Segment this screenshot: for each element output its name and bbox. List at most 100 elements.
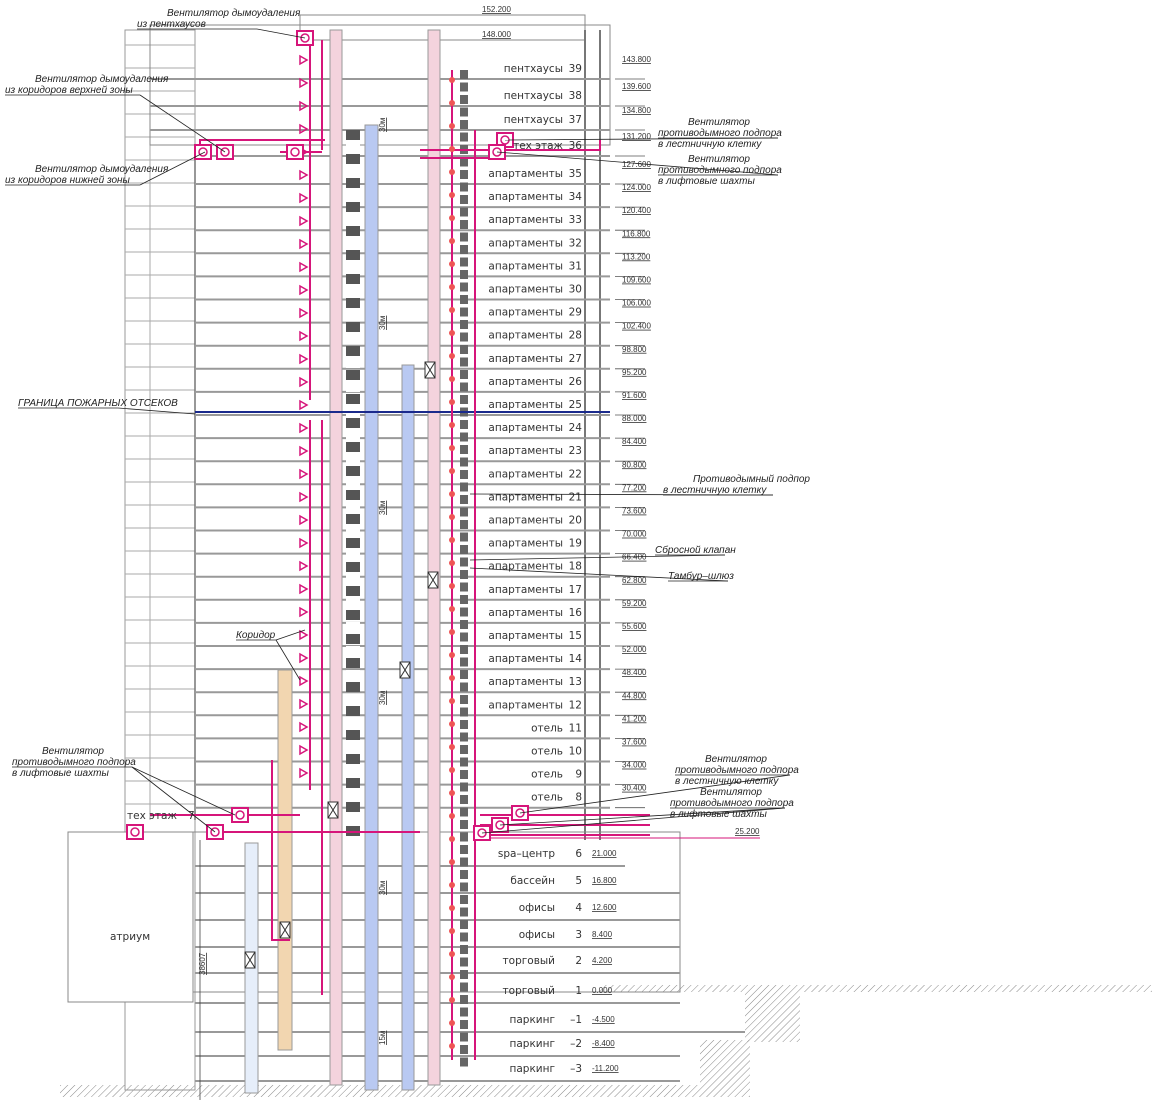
stair-step [460,982,468,992]
relief-valve-icon [449,951,455,957]
fan-icon [220,147,230,157]
smoke-damper-icon [299,721,309,733]
floor-elevation: 37.600 [622,738,647,747]
floor-name: spa–центр [498,848,555,860]
fan-icon [198,147,208,157]
floor-elevation: 30.400 [622,784,647,793]
relief-valve-icon [449,744,455,750]
stair-step [460,945,468,954]
annotation-leader [275,629,306,641]
floor-number: 11 [569,722,582,734]
floor-elevation: 131.200 [622,132,651,141]
stair-step [460,332,468,342]
stair-step [460,482,468,492]
floor-number: 38 [569,90,582,102]
smoke-damper-icon [299,491,309,503]
floor-number: 32 [569,237,582,249]
stair-step [460,707,468,717]
relief-valve-icon [449,491,455,497]
stair-step [460,445,468,454]
stair-step [460,70,468,79]
stair-block [346,418,360,428]
stair-step [460,757,468,767]
annotation-pressure-fan-lift-low: в лифтовые шахты [670,808,767,820]
fan-icon [515,808,525,818]
relief-valve-icon [449,1020,455,1026]
stair-step [460,307,468,317]
annotation-pressure-fan-stair-top: противодымного подпора [658,128,782,139]
stair-block [346,190,360,200]
floor-number: 14 [569,653,583,665]
damper-icon [427,571,439,589]
floor-elevation: 0.000 [592,986,613,995]
floor-name: апартаменты [488,584,563,596]
floor-number: 10 [569,746,582,758]
stair-step [460,1007,468,1017]
floor-name: апартаменты [488,214,563,226]
smoke-damper-icon [299,192,309,204]
floor-number: 37 [569,114,582,126]
floor-elevation: 143.800 [622,55,651,64]
stair-block [346,298,360,308]
floor-elevation: 8.400 [592,930,613,939]
stair-block [346,286,360,296]
relief-valve-icon [449,1043,455,1049]
floor-name: пентхаусы [504,90,563,102]
floor-number: 12 [569,699,582,711]
stair-block [346,322,360,332]
stair-step [460,845,468,854]
relief-valve-icon [449,514,455,520]
floor-number: 18 [569,561,582,573]
annotation-leader [469,567,729,582]
stair-block [346,238,360,248]
stair-step [460,82,468,92]
floor-name: апартаменты [488,399,563,411]
atrium-label: атриум [110,931,150,943]
annotation-pressure-stair: в лестничную клетку [663,485,767,496]
pressurized-shaft-left [329,29,343,1086]
stair-block [346,226,360,236]
annotation-leader [499,807,786,826]
smoke-damper-icon [299,744,309,756]
annotation-airlock: Тамбур–шлюз [668,570,734,582]
stair-step [460,907,468,917]
smoke-damper-icon [299,629,309,641]
relief-valve-icon [449,146,455,152]
stair-step [460,745,468,754]
smoke-damper-icon [299,675,309,687]
annotation-smoke-fan-upper-corridors: Вентилятор дымоудаления [35,74,169,85]
floor-number: –1 [570,1014,582,1026]
relief-valve-icon [449,307,455,313]
relief-valve-icon [449,905,455,911]
floor-name: отель [531,792,563,804]
stair-block [346,802,360,812]
relief-valve-icon [449,836,455,842]
stair-block [346,658,360,668]
floor-name: апартаменты [488,699,563,711]
floor-number: –3 [570,1063,582,1075]
stair-step [460,970,468,979]
lift-shaft [401,364,415,1091]
stair-block [346,682,360,692]
stair-block [346,538,360,548]
smoke-damper-icon [299,54,309,66]
annotation-pressure-fan-stair-top: в лестничную клетку [658,139,762,150]
stair-block [346,730,360,740]
smoke-damper-icon [299,330,309,342]
floor-number: 35 [569,168,582,180]
floor-name: торговый [503,955,555,967]
stair-step [460,207,468,217]
floor-elevation: 127.600 [622,160,651,169]
smoke-damper-icon [299,560,309,572]
stair-step [460,220,468,229]
relief-valve-icon [449,652,455,658]
annotation-relief-valve: Сбросной клапан [655,544,736,556]
stair-step [460,345,468,354]
smoke-damper-icon [299,100,309,112]
floor-number: 29 [569,307,582,319]
fan-icon [286,144,304,160]
floor-name: апартаменты [488,307,563,319]
floor-elevation: 98.800 [622,345,647,354]
